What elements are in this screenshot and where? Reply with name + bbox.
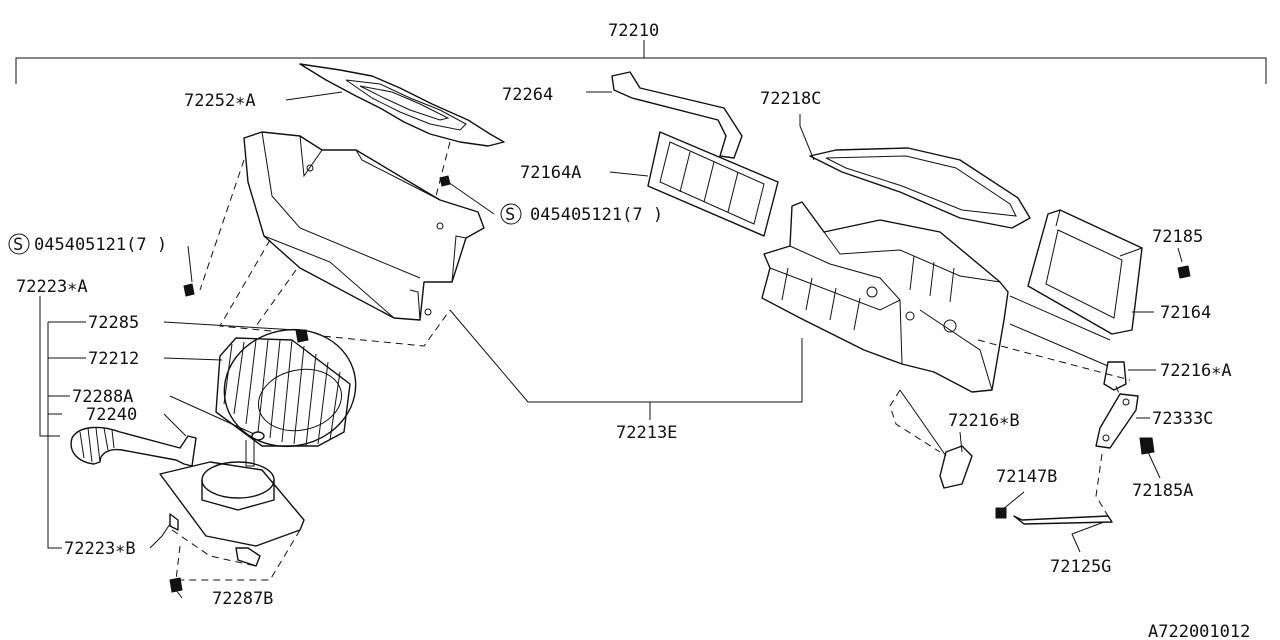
nut-part bbox=[295, 329, 309, 343]
diagram-id: A722001012 bbox=[1148, 622, 1250, 640]
label-screw-right: 045405121(7 ) bbox=[530, 205, 663, 225]
hose-part bbox=[70, 426, 197, 467]
label-bracket: 72264 bbox=[502, 85, 553, 105]
label-washer: 72288A bbox=[72, 387, 133, 407]
screw-symbol-left-text: S bbox=[13, 235, 23, 255]
filter-part bbox=[1009, 209, 1143, 341]
motor-part bbox=[159, 440, 305, 581]
label-motor: 72223∗B bbox=[64, 539, 136, 559]
filter-a-part bbox=[647, 131, 779, 237]
label-link-b: 72216∗B bbox=[948, 411, 1020, 431]
label-grommet: 72185 bbox=[1152, 227, 1203, 247]
bracket-part bbox=[611, 71, 743, 159]
seal-c-part bbox=[809, 147, 1031, 229]
label-hose: 72240 bbox=[86, 405, 137, 425]
bolt-part bbox=[169, 577, 183, 593]
label-bolt: 72287B bbox=[212, 589, 273, 609]
label-fan: 72212 bbox=[88, 349, 139, 369]
case-part bbox=[761, 201, 1131, 393]
clip-b-part bbox=[995, 507, 1007, 519]
lever-part bbox=[1095, 385, 1139, 449]
label-link-a: 72216∗A bbox=[1160, 361, 1232, 381]
rod-part bbox=[1013, 453, 1113, 525]
screw-symbol-right: S bbox=[500, 203, 522, 225]
label-filter-a: 72164A bbox=[520, 163, 581, 183]
label-seal-a: 72252∗A bbox=[184, 91, 256, 111]
label-screw-left: 045405121(7 ) bbox=[34, 235, 167, 255]
label-motor-assy: 72223∗A bbox=[16, 277, 88, 297]
screw-part bbox=[183, 175, 451, 297]
label-rod: 72125G bbox=[1050, 557, 1111, 577]
label-clip-b: 72147B bbox=[996, 467, 1057, 487]
clip-part bbox=[1139, 437, 1155, 455]
screw-symbol-right-text: S bbox=[505, 205, 515, 225]
label-case: 72213E bbox=[616, 423, 677, 443]
grommet-part bbox=[1177, 265, 1191, 279]
label-clip: 72185A bbox=[1132, 481, 1193, 501]
label-lever: 72333C bbox=[1152, 409, 1213, 429]
label-seal-c: 72218C bbox=[760, 89, 821, 109]
seal-a-part bbox=[299, 63, 505, 147]
label-nut: 72285 bbox=[88, 313, 139, 333]
blower-housing-part bbox=[199, 131, 485, 347]
washer-part bbox=[251, 431, 265, 441]
link-a-part bbox=[1009, 323, 1127, 391]
label-assembly: 72210 bbox=[608, 21, 659, 41]
leader-lines bbox=[39, 91, 1183, 599]
link-b-part bbox=[889, 389, 973, 489]
label-filter: 72164 bbox=[1160, 303, 1211, 323]
fan-part bbox=[215, 328, 357, 448]
assembly-bracket bbox=[15, 40, 1267, 84]
screw-symbol-left: S bbox=[8, 233, 30, 255]
